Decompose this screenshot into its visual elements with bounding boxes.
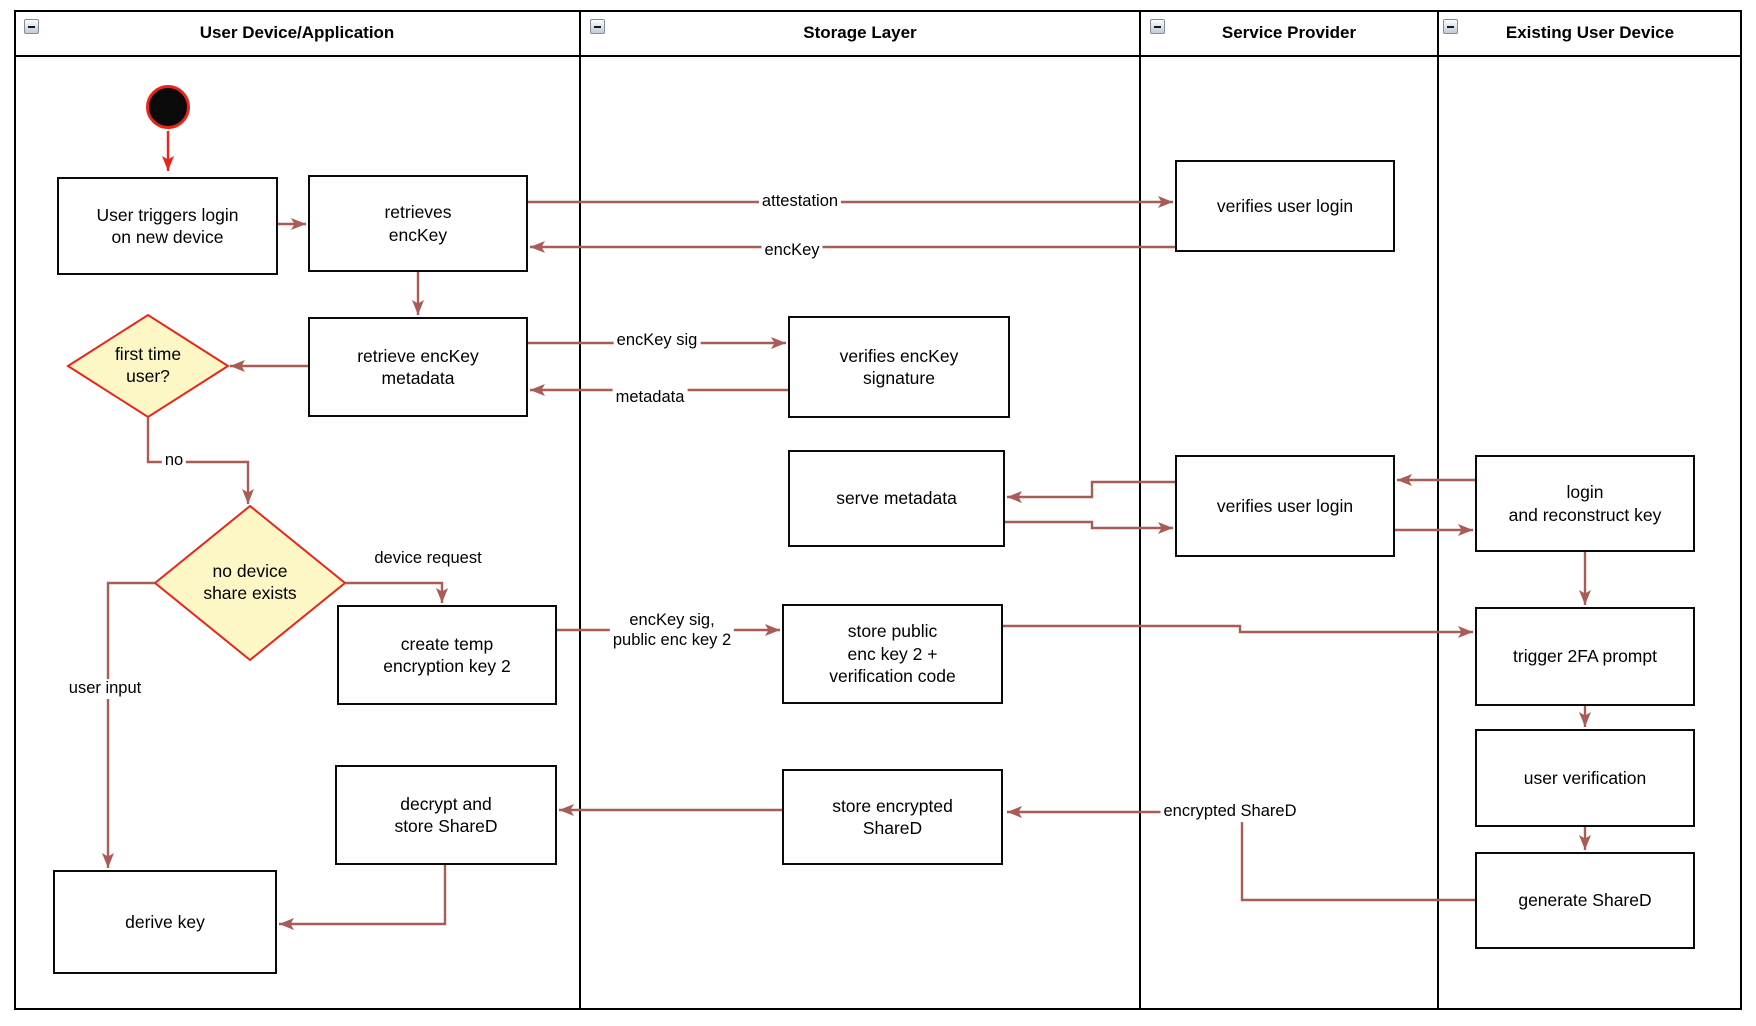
decision-no-device-share: no device share exists: [203, 561, 297, 603]
collapse-lane-icon[interactable]: [1150, 19, 1165, 34]
collapse-lane-icon[interactable]: [590, 19, 605, 34]
header-separator-line: [14, 55, 1742, 57]
edge-decrypt-to-derive: [279, 865, 447, 930]
node-verifies-user-login-1: verifies user login: [1175, 160, 1395, 252]
edge-label-user-input: user input: [65, 679, 145, 699]
node-store-public-key2: store public enc key 2 + verification co…: [782, 604, 1003, 704]
node-retrieves-enckey: retrieves encKey: [308, 175, 528, 272]
edge-storepublic-to-2fa: [1003, 624, 1473, 638]
lane-header-service-provider: Service Provider: [1140, 10, 1438, 56]
start-node: [146, 85, 190, 129]
node-user-triggers-login: User triggers login on new device: [57, 177, 278, 275]
node-user-verification: user verification: [1475, 729, 1695, 827]
minus-icon: [28, 25, 35, 28]
edge-label-device-request: device request: [371, 549, 485, 569]
collapse-lane-icon[interactable]: [24, 19, 39, 34]
node-login-reconstruct-key: login and reconstruct key: [1475, 455, 1695, 552]
node-verifies-user-login-2: verifies user login: [1175, 455, 1395, 557]
lane-divider: [1139, 10, 1141, 1010]
node-serve-metadata: serve metadata: [788, 450, 1005, 547]
edge-label-encrypted-shared: encrypted ShareD: [1160, 802, 1300, 822]
node-generate-shared: generate ShareD: [1475, 852, 1695, 949]
node-derive-key: derive key: [53, 870, 277, 974]
lane-header-user-device: User Device/Application: [14, 10, 580, 56]
node-verifies-enckey-signature: verifies encKey signature: [788, 316, 1010, 418]
lane-title: Existing User Device: [1505, 23, 1675, 42]
lane-title: Service Provider: [1221, 23, 1357, 42]
edge-label-enckey: encKey: [761, 241, 823, 261]
minus-icon: [1154, 25, 1161, 28]
lane-header-storage-layer: Storage Layer: [580, 10, 1140, 56]
edge-label-enckey-sig: encKey sig: [613, 331, 701, 351]
lane-title: User Device/Application: [199, 23, 395, 42]
decision-first-time-user: first time user?: [114, 344, 182, 386]
decision-diamond-first-time: [66, 313, 230, 419]
edge-label-metadata: metadata: [612, 388, 688, 408]
lane-divider: [1437, 10, 1439, 1010]
edge-verifies2-to-serve: [1007, 480, 1175, 503]
edge-user-input: [102, 581, 155, 868]
node-create-temp-key2: create temp encryption key 2: [337, 605, 557, 705]
node-store-encrypted-shared: store encrypted ShareD: [782, 769, 1003, 865]
node-decrypt-store-shared: decrypt and store ShareD: [335, 765, 557, 865]
lane-header-existing-user-device: Existing User Device: [1438, 10, 1742, 56]
diagram-outer-border: [14, 10, 1742, 1010]
edge-no-path: [146, 417, 254, 504]
minus-icon: [1447, 25, 1454, 28]
edge-device-request: [345, 581, 448, 603]
lane-title: Storage Layer: [803, 23, 917, 42]
edge-label-enckey-sig-public: encKey sig, public enc key 2: [609, 611, 735, 651]
minus-icon: [594, 25, 601, 28]
node-retrieve-enckey-metadata: retrieve encKey metadata: [308, 317, 528, 417]
edge-label-no: no: [161, 451, 187, 471]
node-trigger-2fa-prompt: trigger 2FA prompt: [1475, 607, 1695, 706]
edge-encrypted-shared: [1007, 806, 1475, 902]
lane-divider: [579, 10, 581, 1010]
edge-label-attestation: attestation: [758, 192, 842, 212]
collapse-lane-icon[interactable]: [1443, 19, 1458, 34]
edge-serve-to-verifies2: [1005, 520, 1173, 534]
